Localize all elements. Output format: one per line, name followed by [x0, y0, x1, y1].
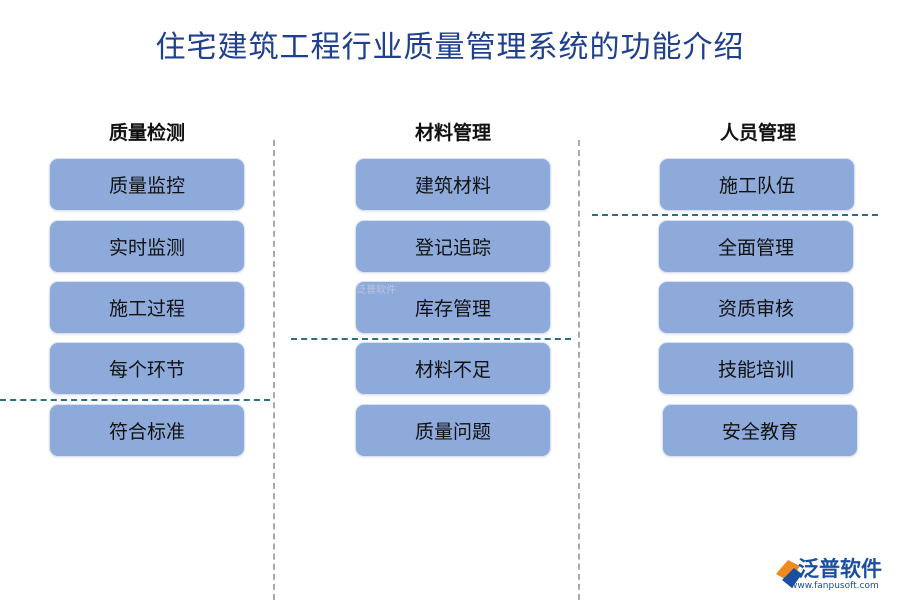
separator-line — [592, 214, 878, 216]
item-box: 质量监控 — [49, 158, 245, 211]
item-box: 符合标准 — [49, 404, 245, 457]
item-box: 施工过程 — [49, 281, 245, 334]
item-box: 登记追踪 — [355, 220, 551, 273]
column-divider — [273, 140, 275, 600]
column-heading-quality-inspection: 质量检测 — [108, 122, 185, 144]
item-box: 库存管理 — [355, 281, 551, 334]
item-box: 全面管理 — [658, 220, 854, 273]
column-divider — [578, 140, 580, 600]
item-box: 安全教育 — [662, 404, 858, 457]
item-box: 材料不足 — [355, 342, 551, 395]
item-box: 质量问题 — [355, 404, 551, 457]
item-box: 建筑材料 — [355, 158, 551, 211]
item-box: 每个环节 — [49, 342, 245, 395]
item-box: 施工队伍 — [659, 158, 855, 211]
logo-url: www.fanpusoft.com — [790, 581, 879, 591]
separator-line — [291, 338, 571, 340]
separator-line — [0, 399, 270, 401]
item-box: 资质审核 — [658, 281, 854, 334]
item-box: 技能培训 — [658, 342, 854, 395]
fanpu-logo-icon — [776, 560, 802, 588]
page-title: 住宅建筑工程行业质量管理系统的功能介绍 — [155, 30, 745, 65]
watermark: 泛普软件 — [356, 285, 396, 296]
logo-name: 泛普软件 — [798, 557, 882, 581]
item-box: 实时监测 — [49, 220, 245, 273]
column-heading-material-management: 材料管理 — [414, 122, 491, 144]
column-heading-personnel-management: 人员管理 — [719, 122, 796, 144]
